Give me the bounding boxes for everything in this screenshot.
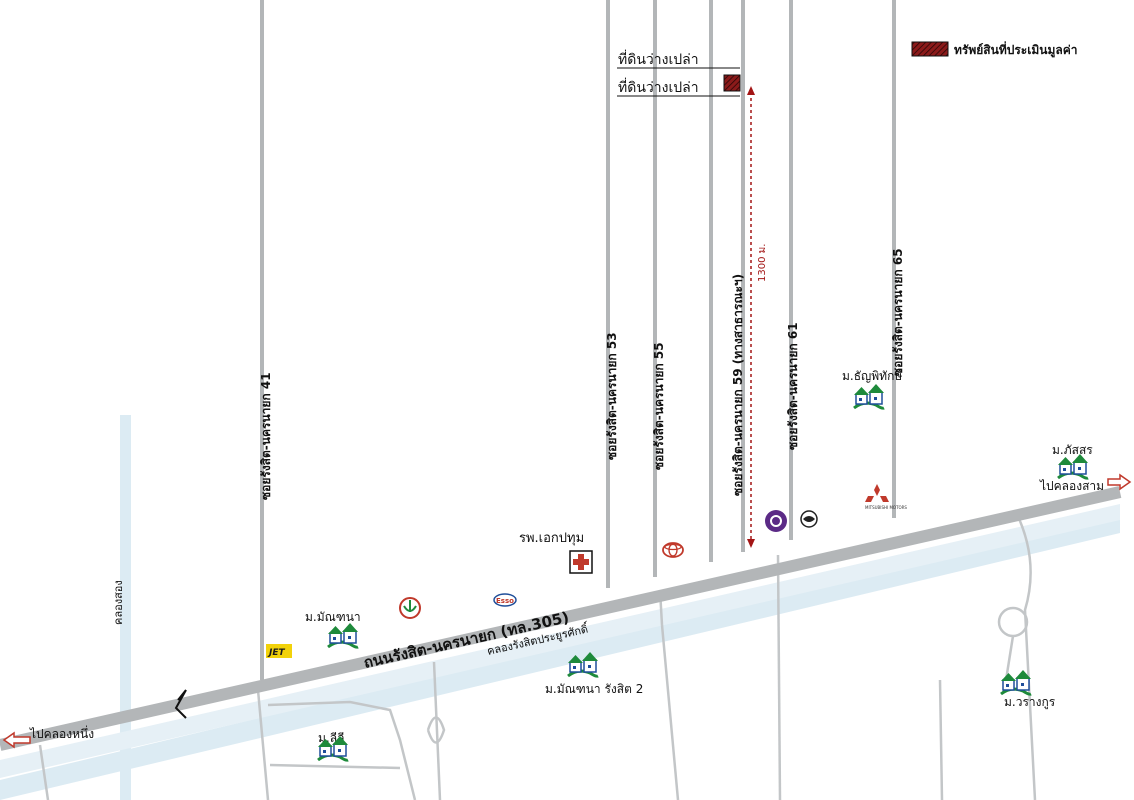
kbank-logo-icon <box>399 597 421 619</box>
direction-right-label: ไปคลองสาม <box>1039 479 1104 493</box>
village-manthana2: ม.มัณฑนา รังสิต 2 <box>545 650 643 696</box>
esso-logo-icon: Esso <box>493 593 517 607</box>
village-phatsorn: ม.ภัสสร <box>1052 443 1093 480</box>
soi-55-label: ซอยรังสิต-นครนายก 55 <box>652 342 666 470</box>
toyota-logo-icon <box>662 542 684 558</box>
arrow-left-icon <box>2 731 31 749</box>
direction-left-label: ไปคลองหนึ่ง <box>29 725 94 741</box>
canal-left <box>120 415 131 800</box>
lower-roads <box>38 509 1037 800</box>
village-icon <box>999 668 1033 696</box>
main-road <box>0 486 1122 751</box>
village-icon <box>326 621 360 649</box>
village-manthana-label: ม.มัณฑนา <box>305 610 361 624</box>
scb-logo-icon <box>765 510 787 532</box>
svg-text:JET: JET <box>267 648 285 658</box>
legend: ทรัพย์สินที่ประเมินมูลค่า <box>911 41 1078 58</box>
village-thanyapitak-label: ม.ธัญพิทักษ์ <box>842 369 903 383</box>
svg-text:MITSUBISHI MOTORS: MITSUBISHI MOTORS <box>865 505 907 510</box>
canal-left-label: คลองสอง <box>112 580 125 625</box>
village-phatsorn-label: ม.ภัสสร <box>1052 443 1093 457</box>
soi-41-label: ซอยรังสิต-นครนายก 41 <box>259 372 273 500</box>
soi-53-label: ซอยรังสิต-นครนายก 53 <box>605 332 619 460</box>
soi-61-label: ซอยรังสิต-นครนายก 61 <box>786 322 800 450</box>
distance-arrow-bottom-icon <box>747 539 755 548</box>
direction-right: ไปคลองสาม <box>1039 473 1132 493</box>
village-lilee: ม.ลีลี <box>316 731 350 762</box>
plot-label-1: ที่ดินว่างเปล่า <box>618 50 699 68</box>
hospital-cross-icon <box>569 550 593 574</box>
canal-main-upper <box>0 504 1120 778</box>
distance-indicator: 1300 ม. <box>747 86 768 548</box>
jet-logo-icon: JET <box>266 644 292 658</box>
village-manthana: ม.มัณฑนา <box>305 610 361 649</box>
village-thanyapitak: ม.ธัญพิทักษ์ <box>842 369 903 410</box>
village-warangkul: ม.วรางกูร <box>999 668 1056 710</box>
village-warangkul-label: ม.วรางกูร <box>1004 695 1056 710</box>
property-marker <box>723 74 741 92</box>
village-icon <box>1056 452 1090 480</box>
side-roads <box>260 0 896 680</box>
hospital: รพ.เอกปทุม <box>519 531 593 574</box>
plot-label-2: ที่ดินว่างเปล่า <box>618 78 699 96</box>
distance-label: 1300 ม. <box>757 244 768 282</box>
honda-logo-icon <box>800 510 818 528</box>
soi-59-label: ซอยรังสิต-นครนายก 59 (ทางสาธารณะฯ) <box>731 274 745 496</box>
road-break-icon <box>174 689 187 719</box>
svg-text:Esso: Esso <box>496 597 514 605</box>
legend-swatch <box>911 41 949 57</box>
arrow-right-icon <box>1107 473 1132 491</box>
village-manthana2-label: ม.มัณฑนา รังสิต 2 <box>545 682 643 696</box>
mitsubishi-logo-icon: MITSUBISHI MOTORS <box>865 484 907 510</box>
hospital-label: รพ.เอกปทุม <box>519 531 584 546</box>
distance-arrow-top-icon <box>747 86 755 95</box>
soi-65-label: ซอยรังสิต-นครนายก 65 <box>891 248 905 376</box>
village-icon <box>852 382 886 410</box>
direction-left: ไปคลองหนึ่ง <box>2 725 94 749</box>
legend-label: ทรัพย์สินที่ประเมินมูลค่า <box>954 41 1078 58</box>
